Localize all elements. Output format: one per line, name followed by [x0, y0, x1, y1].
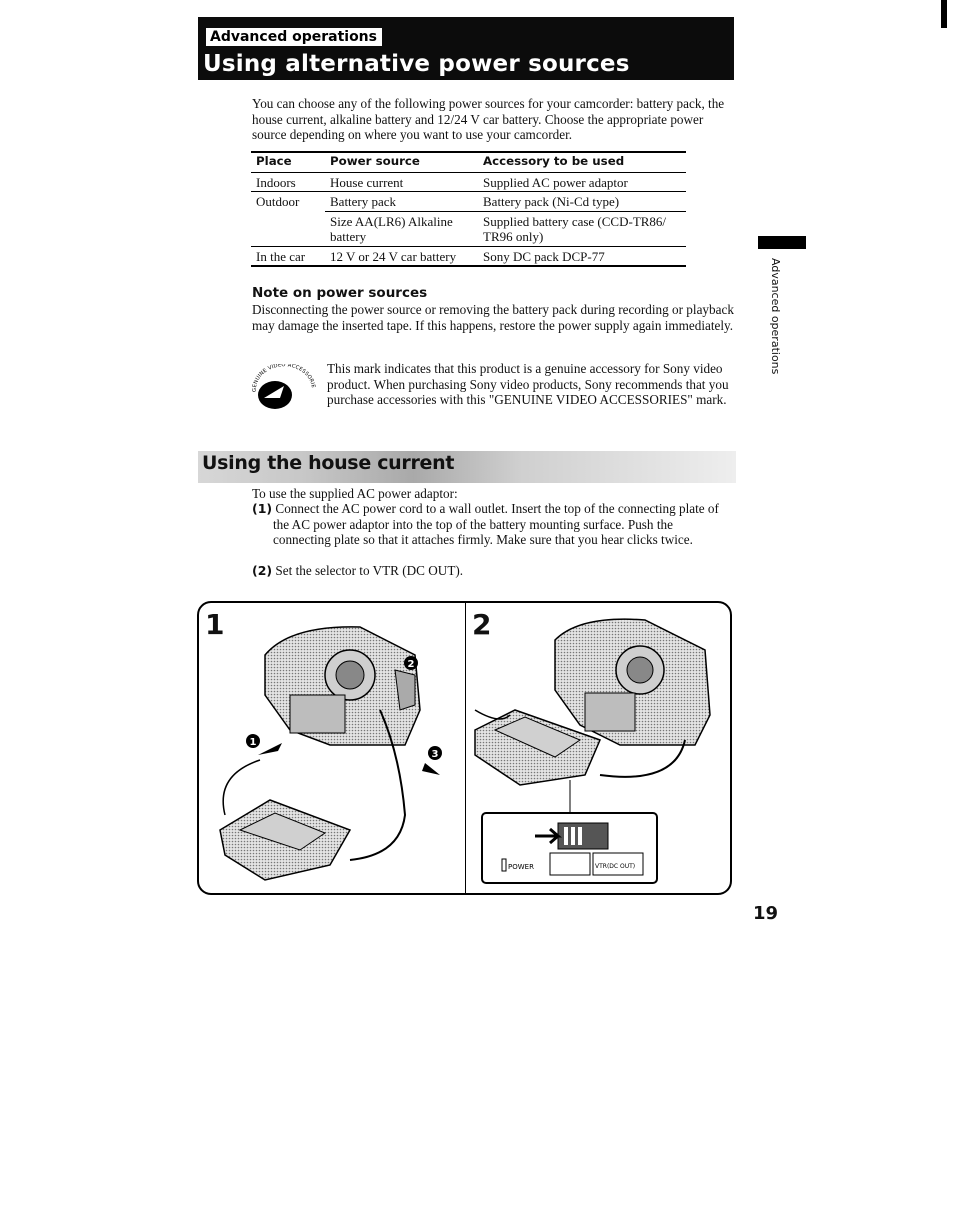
camcorder-adaptor-attach-illustration: 1 2 3	[219, 626, 442, 881]
table-row: Size AA(LR6) Alkaline battery Supplied b…	[251, 211, 686, 247]
intro-paragraph: You can choose any of the following powe…	[252, 96, 725, 142]
page-number: 19	[753, 903, 779, 924]
cell-source: Battery pack	[325, 191, 478, 212]
genuine-accessories-logo-icon: GENUINE VIDEO ACCESSORIES	[248, 364, 316, 409]
cell-place	[251, 211, 325, 247]
cell-place: Indoors	[251, 172, 325, 192]
cell-place: Outdoor	[256, 194, 300, 209]
panel-number-2: 2	[472, 608, 492, 641]
table-row: Outdoor Battery pack Battery pack (Ni-Cd…	[251, 191, 686, 212]
cell-accessory: Battery pack (Ni-Cd type)	[478, 191, 686, 212]
cell-accessory: Supplied AC power adaptor	[478, 172, 686, 192]
step-text: Connect the AC power cord to a wall outl…	[273, 501, 719, 547]
selector-switch-illustration: POWER VTR(DC OUT)	[474, 618, 711, 884]
callout-1: 1	[250, 737, 257, 748]
note-heading: Note on power sources	[252, 285, 428, 301]
callout-2: 2	[408, 659, 415, 670]
section-tag: Advanced operations	[206, 28, 382, 46]
step-1: (1) Connect the AC power cord to a wall …	[252, 501, 732, 548]
cell-source: House current	[325, 172, 478, 192]
cell-accessory: Supplied battery case (CCD-TR86/ TR96 on…	[478, 211, 686, 247]
cell-source: 12 V or 24 V car battery	[325, 246, 478, 267]
genuine-mark-text: This mark indicates that this product is…	[327, 361, 729, 407]
house-current-heading: Using the house current	[202, 452, 455, 474]
illustration-frame	[197, 601, 732, 895]
switch-label-power: POWER	[508, 863, 534, 871]
power-source-table: Place Power source Accessory to be used …	[251, 151, 686, 267]
step-number: (2)	[252, 563, 273, 578]
step-text: Set the selector to VTR (DC OUT).	[275, 563, 464, 578]
panel-number-1: 1	[205, 608, 225, 641]
column-header-place: Place	[251, 151, 325, 173]
cell-source: Size AA(LR6) Alkaline battery	[325, 211, 478, 247]
column-header-accessory: Accessory to be used	[478, 151, 686, 173]
crop-mark	[941, 0, 947, 28]
cell-accessory: Sony DC pack DCP-77	[478, 246, 686, 267]
subheading-band	[198, 451, 736, 483]
header-banner	[198, 17, 734, 80]
thumb-tab-bar	[758, 236, 806, 249]
cell-place: In the car	[251, 246, 325, 267]
note-text: Disconnecting the power source or removi…	[252, 302, 734, 333]
switch-label-vtr: VTR(DC OUT)	[595, 863, 635, 870]
table-row: Indoors House current Supplied AC power …	[251, 172, 686, 192]
table-row: In the car 12 V or 24 V car battery Sony…	[251, 246, 686, 267]
illustration-divider	[465, 603, 466, 893]
page-title: Using alternative power sources	[203, 51, 630, 77]
column-header-power-source: Power source	[325, 151, 478, 173]
step-number: (1)	[252, 501, 273, 516]
steps-intro: To use the supplied AC power adaptor:	[252, 486, 458, 501]
table-header-row: Place Power source Accessory to be used	[251, 151, 686, 173]
step-2: (2) Set the selector to VTR (DC OUT).	[252, 563, 732, 579]
callout-3: 3	[432, 749, 439, 760]
side-tab-label: Advanced operations	[769, 258, 782, 375]
